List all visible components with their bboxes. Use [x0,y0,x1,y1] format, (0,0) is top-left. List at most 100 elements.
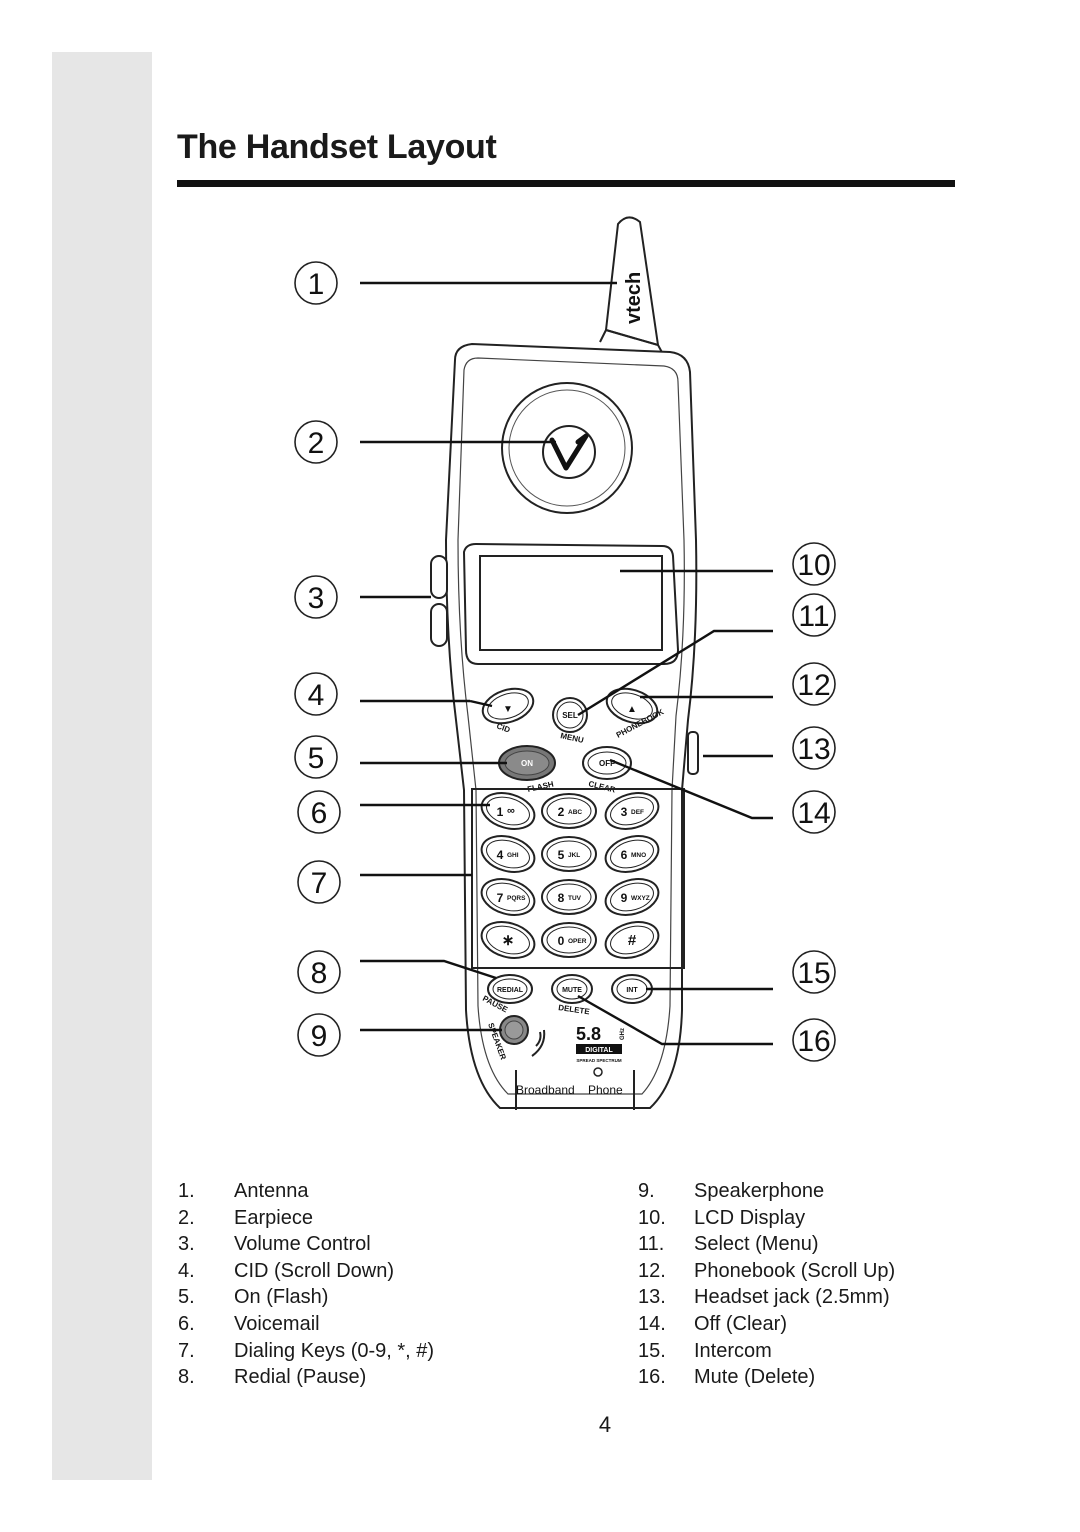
model-text-phone: Phone [588,1083,623,1097]
badge-number: 5.8 [576,1024,601,1044]
legend-item-label: Intercom [694,1339,772,1362]
callout-leader-lines [360,281,773,1046]
lcd-display [462,542,680,665]
callout-circle [792,790,836,834]
dial-key[interactable]: # [601,916,662,964]
sel-button-label: SEL [562,711,578,720]
brand-logo-text: vtech [623,272,645,324]
callout-number: 6 [311,797,328,830]
callout-circle [792,593,836,637]
badge-unit: GHz [620,1028,626,1040]
page-margin-band [52,52,152,1480]
dial-key-letters: JKL [568,852,580,859]
callout-circle [297,1013,341,1057]
legend-item: 9.Speakerphone [638,1178,958,1205]
dial-key-letters: GHI [507,852,519,859]
callout-number: 13 [797,733,830,766]
dial-key-digit: # [628,932,637,949]
int-button-label: INT [626,987,638,994]
legend-item-label: On (Flash) [234,1286,329,1309]
callout-circle [297,860,341,904]
callout-circle [792,726,836,770]
legend-item-label: Earpiece [234,1206,313,1229]
legend-item: 11.Select (Menu) [638,1231,958,1258]
legend-item-number: 6. [178,1312,195,1335]
speakerphone-button[interactable] [499,1015,529,1045]
legend-item-label: Select (Menu) [694,1233,819,1256]
legend-item-label: Dialing Keys (0-9, *, #) [234,1339,435,1362]
callout-number: 5 [308,742,325,775]
legend-item-number: 13. [638,1286,666,1309]
sel-button[interactable]: SEL [552,697,588,733]
legend-item: 10. LCD Display [638,1205,958,1232]
dial-key-letters: DEF [631,809,644,816]
legend-item: 8.Redial (Pause) [178,1364,598,1391]
callout-number: 14 [797,797,830,830]
legend-item: 2.Earpiece [178,1205,598,1232]
legend-item-number: 7. [178,1339,195,1362]
callout-circle [792,950,836,994]
legend-item-label: LCD Display [694,1206,806,1229]
callout-number: 16 [797,1025,830,1058]
cid-arrow-icon: ▼ [503,704,513,715]
dial-key-letters: MNO [631,852,646,859]
callout-circle [792,662,836,706]
model-text-broadband: Broadband [516,1083,575,1097]
legend-item: 16.Mute (Delete) [638,1364,958,1391]
on-button[interactable]: ON [498,745,556,781]
page-title: The Handset Layout [177,128,497,166]
dial-key-letters: ∞ [507,805,515,817]
callout-number: 15 [797,957,830,990]
dial-key-letters: TUV [568,895,582,902]
legend-item-number: 12. [638,1259,666,1282]
cid-button[interactable] [478,683,537,730]
dial-key-digit: 3 [621,805,628,819]
legend-item: 15. Intercom [638,1338,958,1365]
legend-item-number: 3. [178,1233,195,1256]
volume-control-buttons [430,555,448,647]
mute-button[interactable]: MUTE [551,974,593,1004]
redial-button[interactable]: REDIAL [487,974,533,1004]
legend-item-label: Mute (Delete) [694,1366,816,1389]
redial-button-label: REDIAL [497,987,524,994]
dial-key-letters: OPER [568,938,587,945]
legend-item-number: 14. [638,1312,666,1335]
off-button[interactable]: OFF [582,746,632,780]
callout-circle [294,735,338,779]
callout-number: 12 [797,669,830,702]
legend-item-label: Redial (Pause) [234,1366,367,1389]
off-button-label: OFF [599,759,615,768]
dial-key[interactable]: ∗ [477,916,538,964]
legend-item-number: 15. [638,1339,666,1362]
legend-item-label: Headset jack (2.5mm) [694,1286,890,1309]
dial-key[interactable]: 1∞ [477,787,538,835]
legend-item-label: Phonebook (Scroll Up) [694,1259,896,1282]
microphone [593,1067,603,1077]
legend-item: 1.Antenna [178,1178,598,1205]
dial-key-digit: 6 [621,848,628,862]
badge-digital: DIGITAL [585,1047,613,1054]
dial-key-digit: 9 [621,891,628,905]
dial-key-digit: 2 [558,805,565,819]
dial-key-digit: 8 [558,891,565,905]
legend-item-number: 10. [638,1206,666,1229]
callout-number: 4 [308,679,325,712]
title-rule [177,180,955,187]
legend-item-label: Antenna [234,1180,309,1202]
cid-caption: CID [495,721,511,734]
legend-item: 14.Off (Clear) [638,1311,958,1338]
dial-key-letters: ABC [568,809,582,816]
